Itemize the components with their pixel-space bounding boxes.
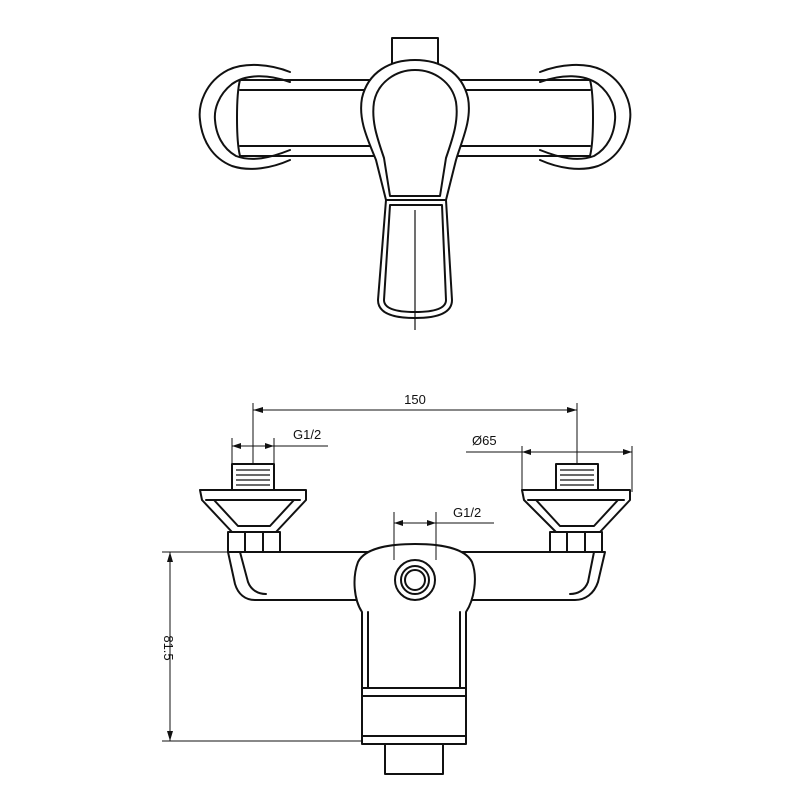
dimension-height: 81.5 bbox=[161, 551, 362, 742]
lever-handle bbox=[360, 59, 470, 330]
left-inlet bbox=[199, 463, 307, 553]
flange-diameter-label: Ø65 bbox=[472, 433, 497, 448]
width-label: 150 bbox=[404, 392, 426, 407]
dimension-inlet-thread: G1/2 bbox=[231, 427, 328, 466]
cartridge-stem bbox=[384, 743, 444, 775]
outlet-thread-label: G1/2 bbox=[453, 505, 481, 520]
cartridge-body bbox=[353, 543, 476, 775]
dimension-flange-diameter: Ø65 bbox=[466, 433, 633, 492]
dimension-outlet-thread: G1/2 bbox=[393, 505, 494, 560]
cartridge-collar bbox=[361, 687, 467, 745]
top-view bbox=[198, 37, 632, 330]
right-inlet bbox=[521, 463, 631, 553]
outlet-nozzle bbox=[394, 559, 436, 601]
right-wall-flange bbox=[539, 63, 632, 170]
front-view: 150 G1/2 Ø65 G1/2 bbox=[161, 392, 633, 775]
height-label: 81.5 bbox=[161, 635, 176, 660]
inlet-thread-label: G1/2 bbox=[293, 427, 321, 442]
dimension-width: 150 bbox=[252, 392, 578, 465]
left-wall-flange bbox=[198, 63, 291, 170]
